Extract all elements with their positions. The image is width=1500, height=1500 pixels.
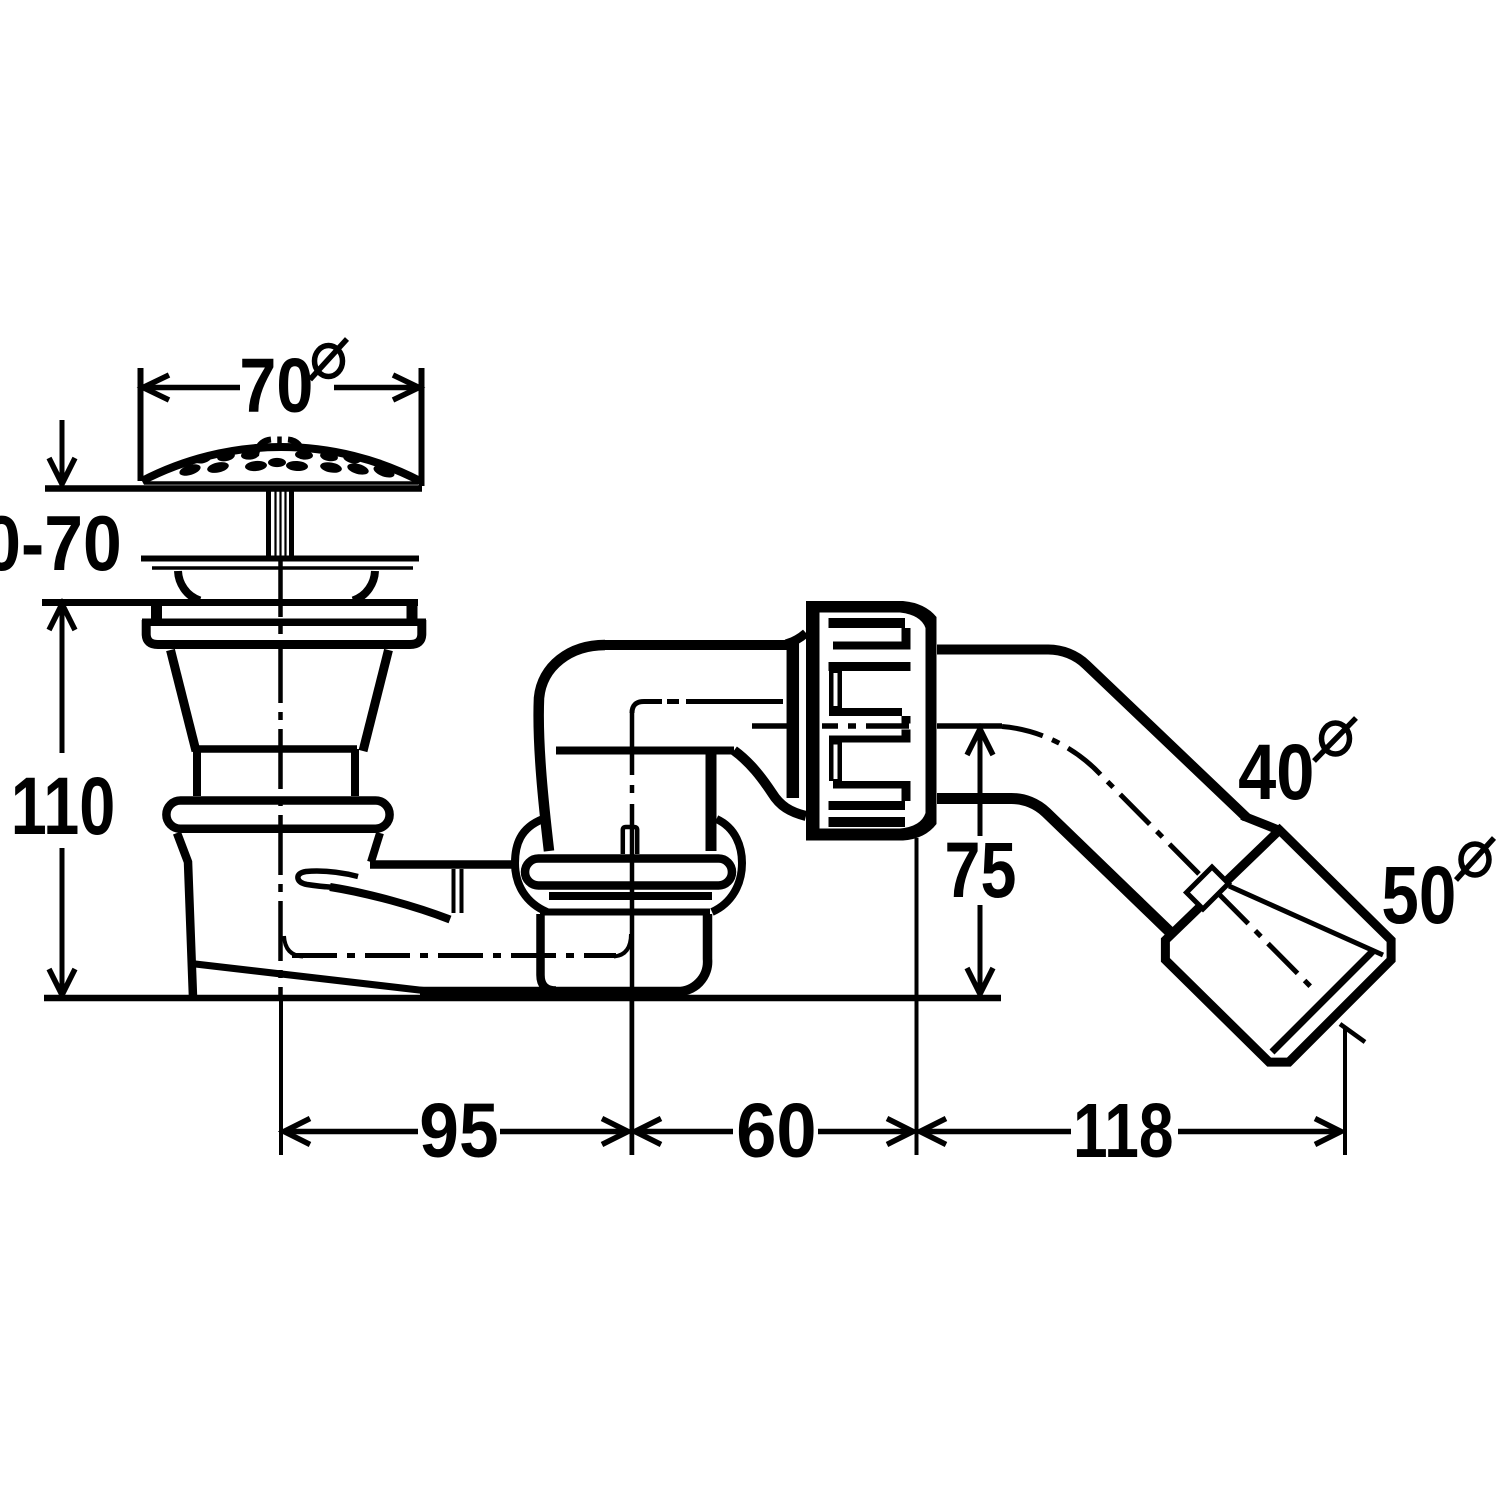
- svg-text:75: 75: [945, 825, 1017, 914]
- svg-text:50: 50: [1381, 850, 1456, 941]
- svg-text:40: 40: [1238, 727, 1314, 816]
- svg-text:70: 70: [239, 343, 313, 429]
- svg-text:60: 60: [736, 1088, 816, 1174]
- svg-text:95: 95: [419, 1088, 498, 1174]
- svg-text:110: 110: [11, 761, 116, 852]
- svg-text:0-70: 0-70: [0, 499, 122, 587]
- svg-text:118: 118: [1073, 1088, 1174, 1174]
